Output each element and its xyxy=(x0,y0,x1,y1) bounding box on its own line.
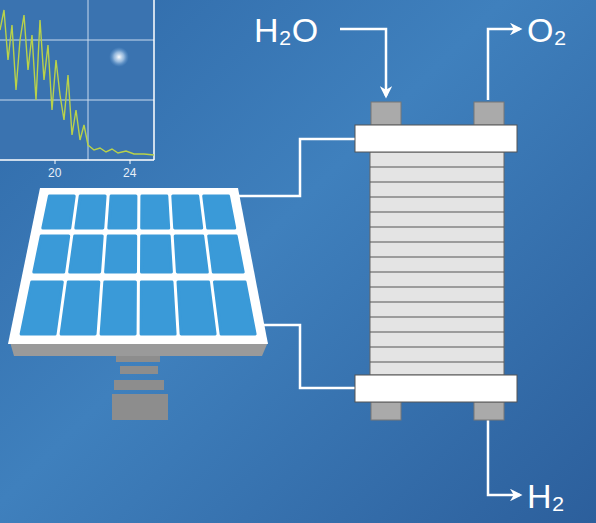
solar-cell xyxy=(101,282,135,334)
solar-cell xyxy=(173,196,202,228)
solar-cell xyxy=(43,196,74,228)
chemical-formula: O₂ xyxy=(527,13,567,47)
solar-cell xyxy=(142,236,172,272)
solar-cell xyxy=(76,196,105,228)
electrolyzer-stack xyxy=(355,102,517,420)
solar-cell xyxy=(34,236,69,272)
solar-cell xyxy=(175,236,207,272)
tick-label: 24 xyxy=(123,167,136,179)
solar-cell xyxy=(178,282,215,334)
solar-cell xyxy=(109,196,136,228)
solar-cell xyxy=(215,282,256,334)
solar-cell xyxy=(21,282,62,334)
solar-cell xyxy=(70,236,103,272)
solar-cell xyxy=(61,282,99,334)
chemical-formula: H₂ xyxy=(527,479,565,513)
spectrum-chart xyxy=(0,0,154,164)
solar-panel xyxy=(8,188,268,420)
solar-cell xyxy=(209,236,244,272)
solar-cell xyxy=(142,196,169,228)
solar-cell xyxy=(106,236,136,272)
solar-cell xyxy=(141,282,175,334)
solar-cell xyxy=(204,196,235,228)
flow-arrow xyxy=(340,29,520,495)
tick-label: 20 xyxy=(48,167,61,179)
chemical-formula: H₂O xyxy=(254,13,318,47)
